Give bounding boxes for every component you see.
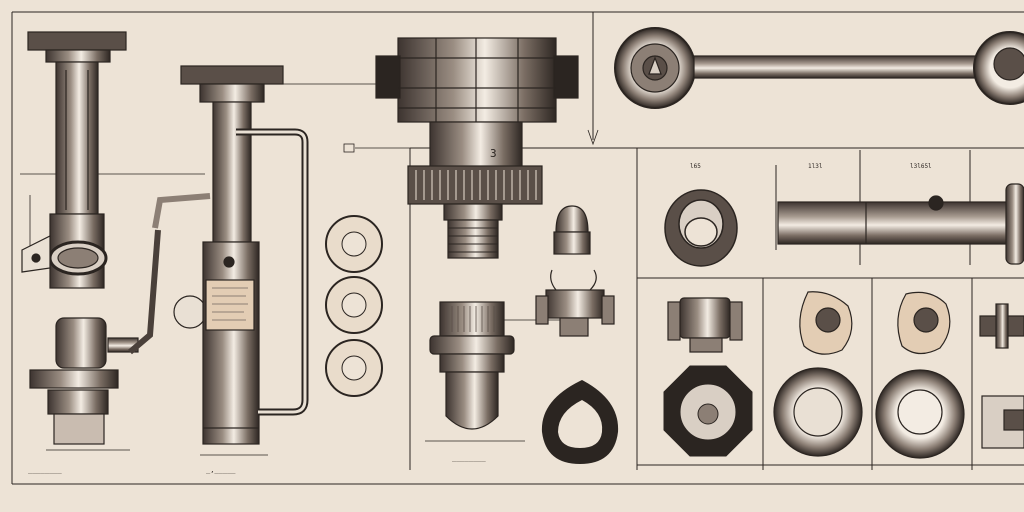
gasket-ring	[541, 380, 619, 464]
caption-b: _,_____	[206, 466, 236, 474]
tick-label-a: 3	[490, 147, 497, 160]
dim-label-c2: 1l3l	[808, 163, 823, 170]
clamp-fitting	[535, 269, 615, 337]
dim-label-c3: l3l65l	[910, 163, 932, 170]
octagon-seal	[663, 365, 753, 457]
bearing-disc	[875, 291, 965, 459]
caption-a: ________	[28, 466, 63, 474]
nozzle-fitting	[429, 301, 515, 430]
cap-fitting	[667, 297, 743, 353]
tall-tank-assembly	[180, 65, 309, 445]
nut-disc	[773, 291, 863, 457]
pipe-rod-assembly	[614, 27, 1024, 109]
hex-nut-fitting	[375, 37, 579, 259]
washer-stack	[325, 215, 383, 397]
dim-label-c1: l65	[690, 163, 701, 170]
left-valve-assembly	[21, 31, 211, 445]
bushing-sleeve	[664, 189, 738, 267]
long-pipe-segment	[777, 183, 1024, 265]
tag-marker	[343, 143, 355, 153]
small-bell-valve	[553, 205, 591, 255]
caption-c: ________	[452, 454, 487, 462]
valve-stub	[979, 303, 1024, 449]
